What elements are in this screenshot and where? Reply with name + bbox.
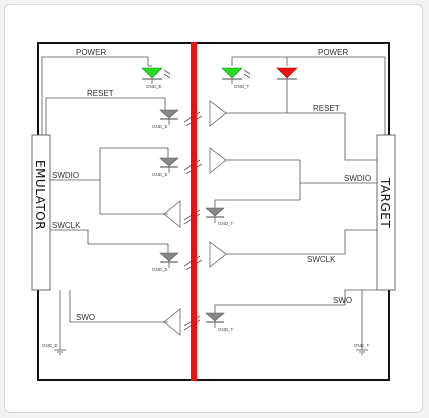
target-block (376, 134, 396, 291)
gnd-t-rail-label: GND_T (354, 343, 370, 348)
left-swclk-label: SWCLK (52, 221, 81, 230)
led-emulator-power: GND_E (141, 67, 171, 89)
right-wiring (214, 56, 386, 355)
swdio-return-buffer (163, 200, 181, 228)
svg-text:GND_E: GND_E (152, 124, 168, 129)
left-power-label: POWER (76, 48, 106, 57)
svg-text:GND_E: GND_E (146, 84, 162, 89)
swdio-receiver-buffer (209, 147, 227, 174)
swo-return-buffer (163, 308, 181, 336)
right-swclk-label: SWCLK (307, 255, 336, 264)
swclk-receiver-buffer (209, 241, 227, 268)
svg-text:GND_E: GND_E (152, 172, 168, 177)
left-swdio-label: SWDIO (52, 171, 79, 180)
right-swdio-label: SWDIO (344, 174, 371, 183)
left-swo-label: SWO (76, 313, 95, 322)
svg-text:GND_E: GND_E (152, 267, 168, 272)
gnd-e-rail-label: GND_E (42, 343, 58, 348)
right-power-label: POWER (318, 48, 348, 57)
reset-receiver-buffer (209, 100, 227, 127)
svg-text:GND_T: GND_T (218, 327, 234, 332)
left-wiring (41, 56, 169, 355)
led-target-status (276, 67, 298, 113)
svg-text:GND_T: GND_T (218, 221, 234, 226)
target-label: TARGET (378, 177, 392, 228)
svg-text:GND_T: GND_T (234, 84, 250, 89)
right-reset-label: RESET (313, 104, 340, 113)
right-swo-label: SWO (333, 296, 352, 305)
left-reset-label: RESET (87, 89, 114, 98)
emulator-block (31, 134, 51, 291)
led-target-power: GND_T (221, 67, 251, 89)
emulator-label: EMULATOR (33, 160, 47, 230)
